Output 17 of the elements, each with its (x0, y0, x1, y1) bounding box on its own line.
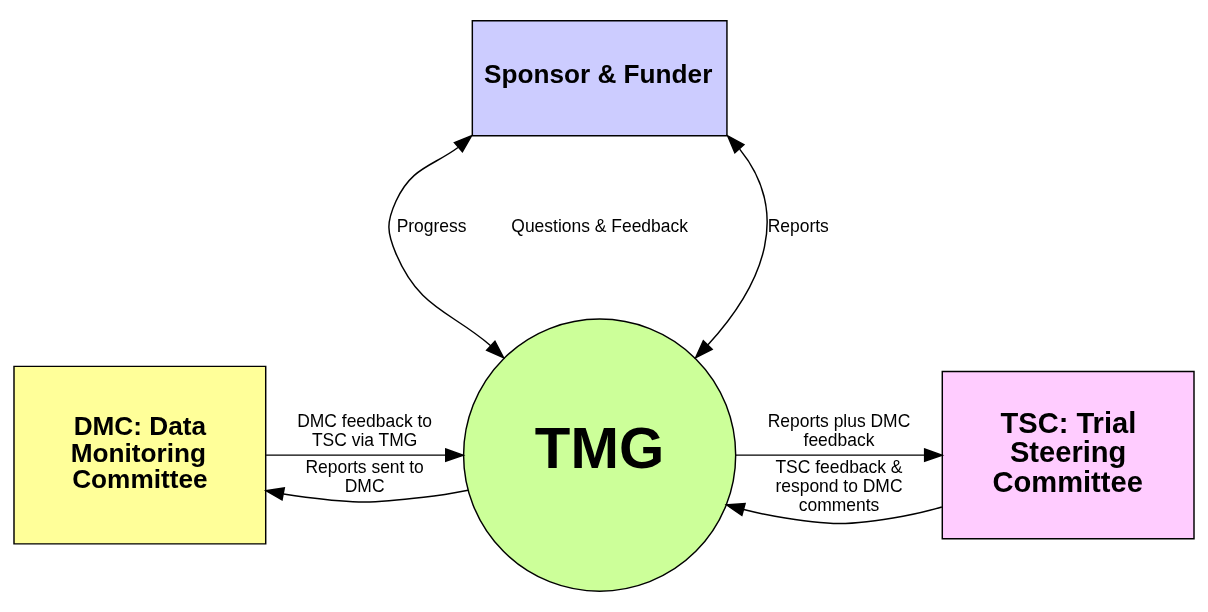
edge-label: Progress (396, 215, 467, 236)
edge-label: TSC feedback & respond to DMC comments (775, 457, 903, 516)
node-box: Sponsor & Funder (471, 20, 728, 137)
arrow (263, 487, 469, 503)
arrow (694, 134, 768, 360)
arrow (388, 134, 506, 360)
arrow (265, 448, 466, 463)
node-box: DMC: Data Monitoring Committee (13, 365, 267, 545)
node-circle: TMG (462, 318, 737, 592)
arrow (735, 448, 945, 463)
edge-label: Reports plus DMC feedback (767, 410, 911, 450)
label: Questions & Feedback (511, 215, 688, 236)
arrow (724, 502, 943, 525)
edge-label: DMC feedback to TSC via TMG (297, 410, 433, 450)
node-box: TSC: Trial Steering Committee (941, 370, 1195, 540)
edge-label: Reports sent to DMC (305, 457, 424, 497)
edge-label: Reports (767, 215, 829, 236)
